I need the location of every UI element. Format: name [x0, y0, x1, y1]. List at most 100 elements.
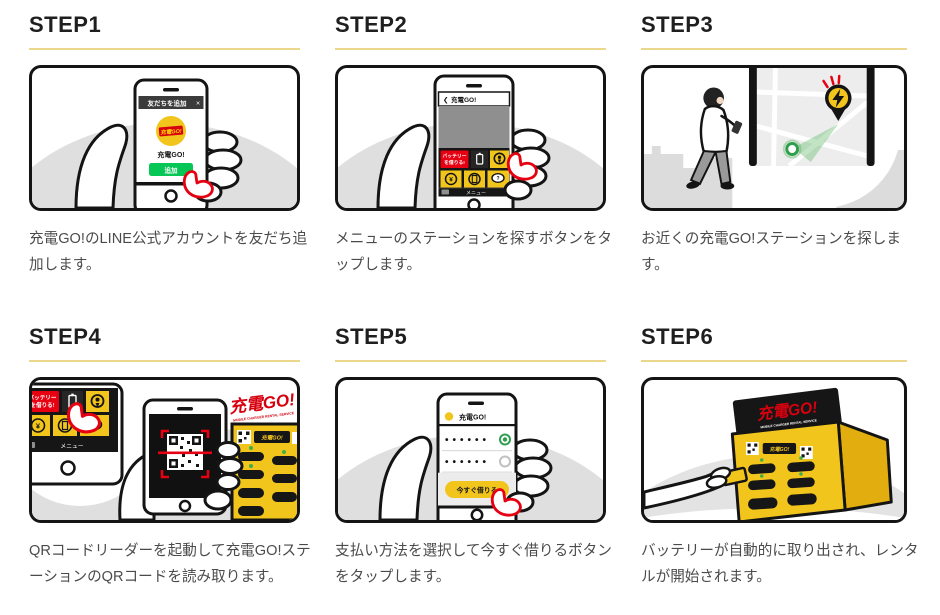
- app-dot-icon: [444, 412, 454, 421]
- battery-slots: [238, 452, 297, 516]
- hand-cursor-icon: [506, 152, 538, 181]
- row-divider: [442, 471, 512, 473]
- step5-title: STEP5: [335, 324, 408, 349]
- phone: ❮ 充電GO! バッテリー を借りる!: [433, 74, 515, 208]
- step6-title: STEP6: [641, 324, 714, 349]
- step6-illustration: 充電GO! MOBILE CHARGER RENTAL SERVICE 充電GO…: [641, 377, 907, 523]
- line-header-text: 友だちを追加: [148, 99, 188, 108]
- step2-title: STEP2: [335, 12, 408, 37]
- step4-caption: QRコードリーダーを起動して充電GO!ステ ーションのQRコードを読み取ります。: [29, 538, 311, 590]
- line-header-bar: [138, 96, 204, 109]
- step3-underline: [641, 48, 907, 50]
- row-divider: [442, 450, 512, 452]
- return-battery-glyph: [61, 420, 69, 431]
- phone: 充電GO! •••••• •••••• 今すぐ借りる: [436, 392, 518, 520]
- question-mark: ?: [496, 176, 499, 182]
- hand-cursor-icon: [182, 170, 214, 199]
- holding-hand-fingers: [511, 438, 553, 498]
- qr-modules: [238, 431, 250, 443]
- battery-icon: [476, 153, 484, 165]
- hand-cursor-icon: [490, 488, 522, 517]
- caption-line: メニューのステーションを探すボタンをタ: [335, 231, 612, 247]
- menu-divider: [438, 187, 510, 189]
- battery-cap: [71, 393, 74, 396]
- current-location-dot: [785, 142, 800, 156]
- menu-bar: [32, 439, 118, 452]
- step6-section: STEP6 充電GO! MOBILE CHARGER RENTAL SERVIC…: [641, 324, 918, 590]
- close-icon: ×: [196, 101, 200, 108]
- walking-person: [686, 87, 743, 190]
- speaker: [466, 84, 482, 88]
- price-tile: [32, 415, 50, 436]
- thumb: [378, 435, 433, 520]
- step6-caption: バッテリーが自動的に取り出され、レンタ ルが開始されます。: [641, 538, 918, 590]
- direction-cone: [793, 124, 839, 162]
- menu-bar-label: メニュー: [60, 443, 83, 450]
- station-front-face: [730, 420, 847, 520]
- charging-station: 充電GO! MOBILE CHARGER RENTAL SERVICE 充電GO…: [730, 387, 893, 520]
- scan-line: [158, 451, 212, 455]
- thumb-tip: [503, 179, 533, 201]
- step2-caption: メニューのステーションを探すボタンをタ ップします。: [335, 226, 612, 278]
- yen-symbol: ¥: [36, 422, 41, 431]
- step4-title: STEP4: [29, 324, 102, 349]
- step1-section: STEP1 友だちを追加 ×: [29, 12, 307, 278]
- caption-line: ルが開始されます。: [641, 569, 771, 585]
- qr-code: [292, 432, 297, 444]
- reaching-hand: [644, 466, 748, 510]
- handheld-phone: [731, 120, 743, 134]
- step5-section: STEP5 充電GO! ••••••: [335, 324, 612, 590]
- caption-line: QRコードリーダーを起動して充電GO!ステ: [29, 543, 311, 559]
- station-pin-icon: [825, 84, 852, 121]
- return-tile: [464, 170, 485, 188]
- app-header-text: 充電GO!: [451, 95, 476, 104]
- qr-modules: [801, 447, 812, 458]
- step5-caption: 支払い方法を選択して今すぐ借りるボタン をタップします。: [335, 538, 612, 590]
- return-battery-glyph: [471, 174, 478, 184]
- chat-area: [438, 106, 510, 148]
- map-frame-bars: [748, 68, 875, 166]
- station-front-details: 充電GO!: [746, 442, 817, 510]
- speaker: [163, 88, 179, 92]
- borrow-badge-line1: バッテリー: [32, 395, 57, 402]
- home-button: [467, 198, 481, 208]
- screen-bottom-line: [135, 182, 207, 186]
- holding-hand-fingers: [201, 130, 243, 190]
- step4-illustration: 充電GO! MOBILE CHARGER RENTAL SERVICE 充電GO…: [29, 377, 300, 523]
- slot-indicators: [249, 446, 286, 468]
- step1-illustration: 友だちを追加 × 充電GO! 充電GO! 追加: [29, 65, 300, 211]
- header-divider: [438, 424, 516, 427]
- add-friend-button-label: 追加: [165, 166, 179, 175]
- home-button: [178, 499, 192, 513]
- step4-figure: 充電GO! MOBILE CHARGER RENTAL SERVICE 充電GO…: [32, 380, 297, 520]
- step2-underline: [335, 48, 606, 50]
- finger: [705, 474, 728, 490]
- menu-phone-fragment: バッテリー を借りる! ¥: [32, 382, 124, 486]
- borrow-badge-line1: バッテリー: [443, 153, 467, 160]
- alert-sparks: [822, 74, 841, 89]
- step1-title: STEP1: [29, 12, 102, 37]
- radio-unselected: [499, 455, 511, 468]
- battery-cap: [478, 152, 481, 155]
- step6-figure: 充電GO! MOBILE CHARGER RENTAL SERVICE 充電GO…: [644, 387, 904, 520]
- keyboard-icon: [441, 189, 449, 195]
- home-button: [164, 189, 178, 203]
- account-name: 充電GO!: [157, 150, 184, 159]
- caption-line: す。: [641, 257, 669, 273]
- step5-illustration: 充電GO! •••••• •••••• 今すぐ借りる: [335, 377, 606, 523]
- step1-figure: 友だちを追加 × 充電GO! 充電GO! 追加: [32, 78, 297, 208]
- step6-underline: [641, 360, 907, 362]
- brand-logo-chip: 充電GO!: [158, 125, 184, 137]
- caption-line: 加します。: [29, 257, 101, 273]
- qr-finder-centers: [171, 438, 199, 466]
- svg-text:MOBILE CHARGER RENTAL SERVICE: MOBILE CHARGER RENTAL SERVICE: [233, 411, 295, 423]
- step3-figure: [644, 68, 904, 208]
- borrow-badge: [32, 391, 59, 412]
- lightning-bolt-icon: [832, 89, 845, 108]
- back-icon: ❮: [443, 97, 448, 104]
- svg-text:充電GO!: 充電GO!: [160, 128, 182, 137]
- step3-caption: お近くの充電GO!ステーションを探しま す。: [641, 226, 907, 278]
- battery-slots: [748, 461, 817, 510]
- step2-section: STEP2 ❮ 充電GO!: [335, 12, 612, 278]
- station-tagline: MOBILE CHARGER RENTAL SERVICE: [760, 418, 817, 429]
